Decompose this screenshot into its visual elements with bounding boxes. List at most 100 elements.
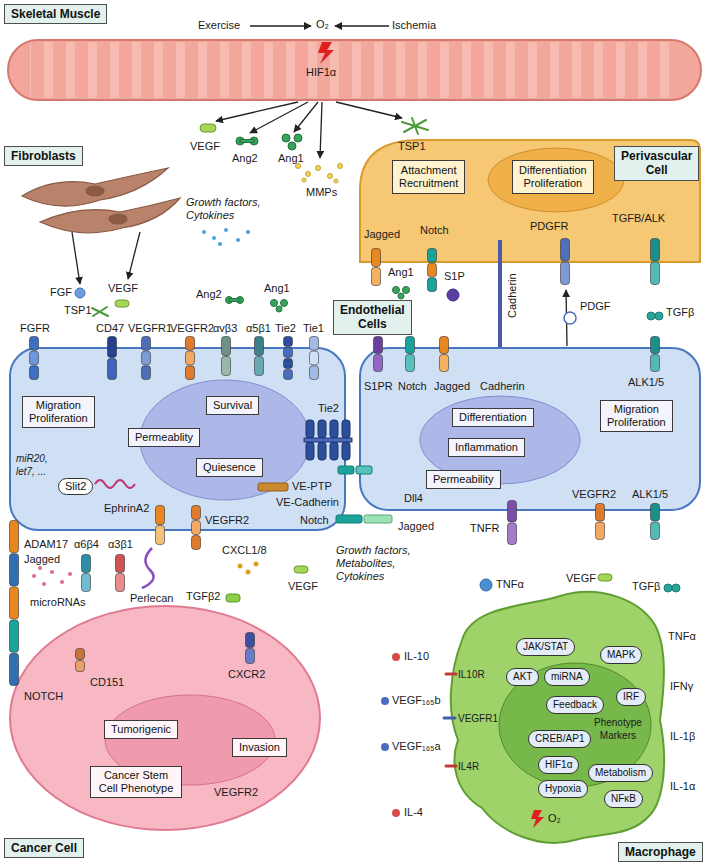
protein-label: Cadherin	[506, 273, 519, 318]
dna-symbol	[95, 480, 135, 488]
ang1-symbol	[393, 287, 410, 300]
receptor-segment	[651, 262, 660, 285]
arrow	[335, 25, 389, 26]
node-text: Cancer Stem Cell Phenotype	[97, 769, 175, 795]
lightning-symbol	[531, 810, 544, 828]
receptor-segment	[374, 337, 383, 354]
pathway-oval: Feedback	[546, 696, 604, 714]
lightning-symbol	[318, 42, 334, 64]
arrow	[216, 102, 298, 121]
receptor-segment	[561, 239, 570, 262]
receptor-segment	[108, 337, 117, 358]
arrow	[336, 102, 402, 118]
receptor-segment	[372, 268, 381, 286]
receptor-segment	[192, 506, 201, 520]
receptor-segment	[246, 633, 255, 648]
ve-cadherin-junction	[338, 466, 372, 474]
receptor-symbol	[651, 337, 660, 372]
protein-label: IL4R	[458, 760, 479, 773]
node-text: Hypoxia	[545, 783, 581, 795]
protein-label: ALK1/5	[632, 488, 668, 501]
receptor-symbol	[406, 337, 415, 372]
protein-label: Dll4	[404, 492, 423, 505]
receptor-segment	[246, 649, 255, 664]
endothelial-cell	[10, 348, 345, 530]
process-box: Quiesence	[196, 458, 263, 477]
protein-label: VEGF	[288, 580, 318, 593]
panel-label: Macrophage	[618, 842, 703, 862]
protein-label: TGFβ	[632, 580, 660, 593]
receptor-segment	[651, 504, 660, 522]
panel-label: Skeletal Muscle	[4, 4, 107, 24]
vegf-symbol	[598, 574, 612, 581]
receptor-symbol	[116, 555, 125, 592]
protein-label: NOTCH	[24, 690, 63, 703]
receptor-segment	[76, 661, 85, 672]
receptor-segment	[116, 555, 125, 573]
protein-label: TSP1	[398, 140, 426, 153]
tgfb2-symbol	[226, 594, 240, 602]
receptor-symbols	[10, 239, 660, 686]
growth-factor-dots	[202, 228, 250, 246]
protein-label: VEGF₁₆₅b	[392, 694, 441, 707]
pdgf-symbol	[564, 312, 576, 324]
node-text: Tumorigenic	[111, 723, 171, 736]
receptor-symbol	[284, 337, 293, 380]
protein-label: VEGFR1	[458, 712, 498, 725]
protein-label: VEGF₁₆₅a	[392, 740, 441, 753]
protein-label: microRNAs	[30, 596, 86, 609]
outcome-box: Cancer Stem Cell Phenotype	[90, 766, 182, 798]
receptor-segment	[310, 351, 319, 365]
receptor-segment	[10, 620, 19, 652]
receptor-symbol	[372, 249, 381, 286]
receptor-segment	[186, 351, 195, 365]
pathway-oval: IRF	[616, 688, 646, 706]
protein-label: VEGF	[108, 282, 138, 295]
protein-label: Phenotype Markers	[594, 716, 642, 742]
receptor-segment	[142, 366, 151, 380]
protein-label: VE-Cadherin	[276, 496, 339, 509]
receptor-symbol	[108, 337, 117, 380]
ang2-symbol	[236, 137, 258, 145]
arrow	[72, 232, 80, 284]
receptor-segment	[10, 587, 19, 619]
protein-label: VEGF	[566, 572, 596, 585]
protein-label: Ischemia	[392, 19, 436, 32]
ang1-symbol	[282, 134, 302, 150]
protein-label: CD151	[90, 676, 124, 689]
protein-label: Growth factors, Metabolites, Cytokines	[336, 544, 422, 583]
protein-label: Perlecan	[130, 592, 173, 605]
receptor-segment	[10, 653, 19, 685]
macrophage-cell	[451, 592, 664, 843]
receptor-symbol	[30, 337, 39, 380]
node-text: Skeletal Muscle	[11, 7, 100, 21]
protein-label: Tie2	[318, 402, 339, 415]
receptor-segment	[310, 337, 319, 351]
mmp-dots	[296, 164, 343, 184]
receptor-segment	[596, 522, 605, 540]
panel-label: Endothelial Cells	[333, 300, 412, 335]
process-box: Permeability	[426, 470, 501, 489]
receptor-segment	[508, 523, 517, 545]
receptor-segment	[284, 337, 293, 347]
receptor-symbol	[374, 337, 383, 372]
notch-dll4-junction	[336, 515, 392, 523]
receptor-segment	[222, 337, 231, 356]
protein-label: TGFβ	[666, 306, 694, 319]
arrow	[294, 102, 318, 132]
receptor-segment	[284, 359, 293, 369]
process-box: Permeablity	[128, 428, 200, 447]
pathway-oval: HIF1α	[538, 756, 579, 774]
protein-label: TGFB/ALK	[612, 212, 665, 225]
cxcl-dots	[238, 562, 259, 575]
receptor-symbol	[156, 506, 165, 545]
protein-label: EphrinA2	[104, 502, 149, 515]
fibroblast-cells	[22, 168, 180, 233]
protein-label: TNFα	[668, 630, 696, 643]
receptor-segment	[192, 521, 201, 535]
protein-label: CXCR2	[228, 668, 265, 681]
receptor-segment	[142, 351, 151, 365]
receptor-segment	[596, 504, 605, 522]
receptor-symbol	[222, 337, 231, 376]
